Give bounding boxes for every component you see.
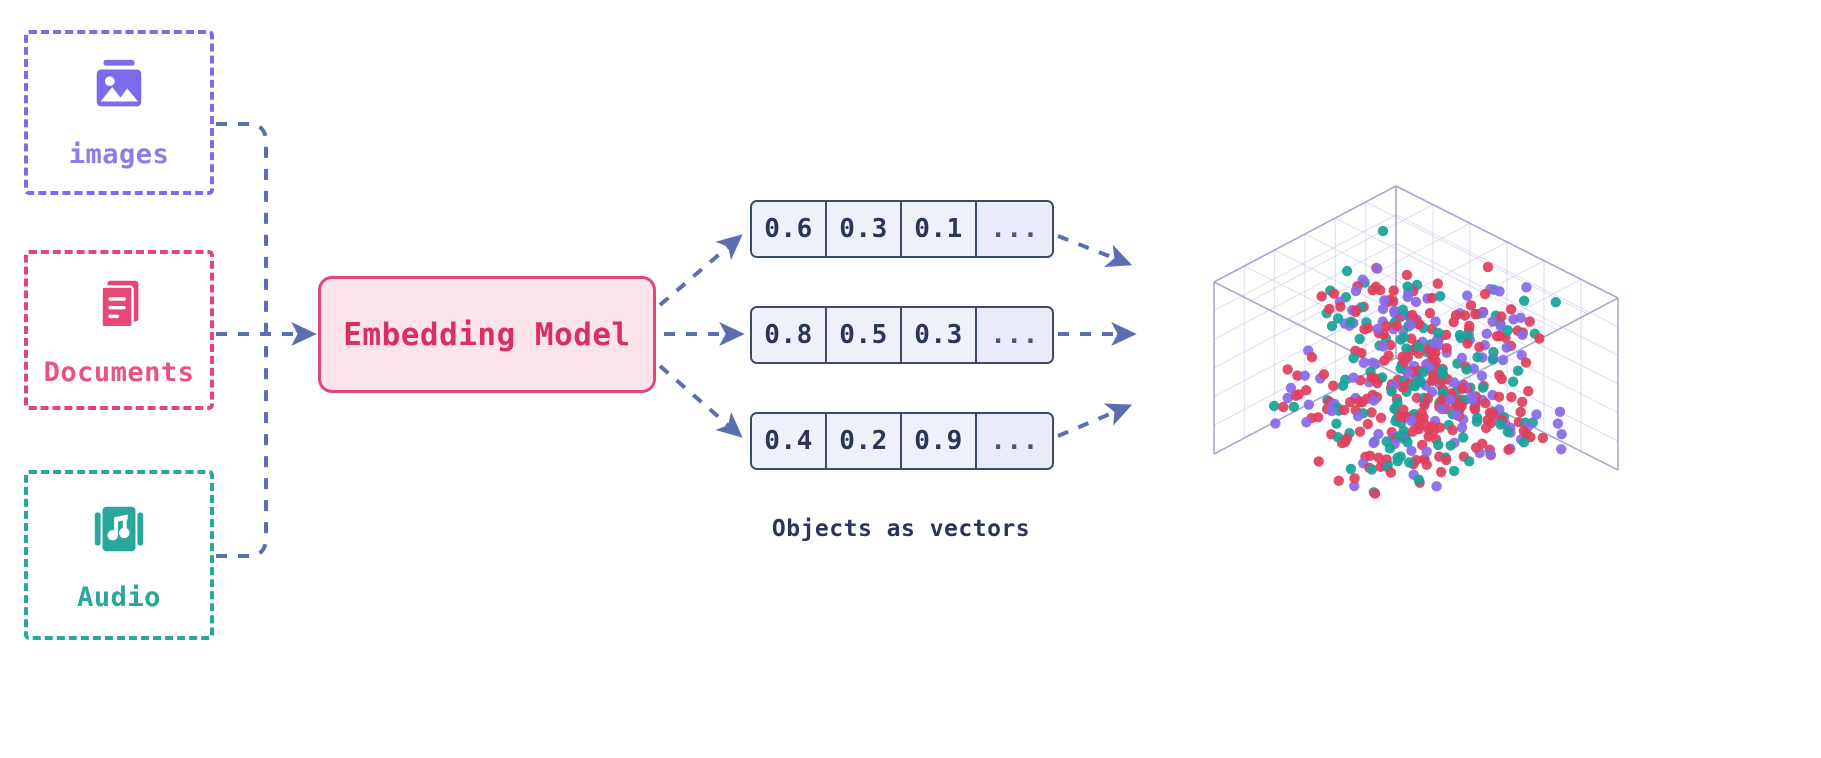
vector-cell: 0.3 [902, 308, 977, 362]
source-label-images: images [68, 139, 170, 170]
connector-model-to-vector-2 [658, 364, 743, 438]
embedding-model-label: Embedding Model [343, 316, 631, 353]
vector-cell-ellipsis: ... [977, 202, 1052, 256]
source-card-images[interactable]: images [24, 30, 214, 195]
music-note-icon [88, 498, 150, 560]
vector-row: 0.4 0.2 0.9 ... [750, 412, 1054, 470]
vector-row: 0.6 0.3 0.1 ... [750, 200, 1054, 258]
source-card-documents[interactable]: Documents [24, 250, 214, 410]
vector-cell: 0.2 [827, 414, 902, 468]
connector-model-to-vector-0 [658, 234, 743, 307]
vector-row: 0.8 0.5 0.3 ... [750, 306, 1054, 364]
vector-cell: 0.1 [902, 202, 977, 256]
vector-cell: 0.6 [752, 202, 827, 256]
image-icon [88, 55, 150, 117]
source-label-documents: Documents [43, 356, 195, 388]
connector-images-to-model [216, 122, 268, 332]
embedding-model-box[interactable]: Embedding Model [318, 276, 656, 393]
documents-icon [88, 273, 150, 335]
vector-cell: 0.8 [752, 308, 827, 362]
connector-audio-to-model [216, 340, 268, 558]
vector-space-scatter-3d [1124, 96, 1704, 666]
source-card-audio[interactable]: Audio [24, 470, 214, 640]
vectors-caption: Objects as vectors [771, 516, 1031, 542]
vector-cell-ellipsis: ... [977, 308, 1052, 362]
connector-vector-0-to-space [1057, 234, 1133, 268]
vector-cell: 0.9 [902, 414, 977, 468]
connector-vector-2-to-space [1057, 403, 1133, 438]
vector-cell-ellipsis: ... [977, 414, 1052, 468]
vector-cell: 0.5 [827, 308, 902, 362]
vector-cell: 0.4 [752, 414, 827, 468]
vector-cell: 0.3 [827, 202, 902, 256]
source-label-audio: Audio [77, 581, 161, 613]
